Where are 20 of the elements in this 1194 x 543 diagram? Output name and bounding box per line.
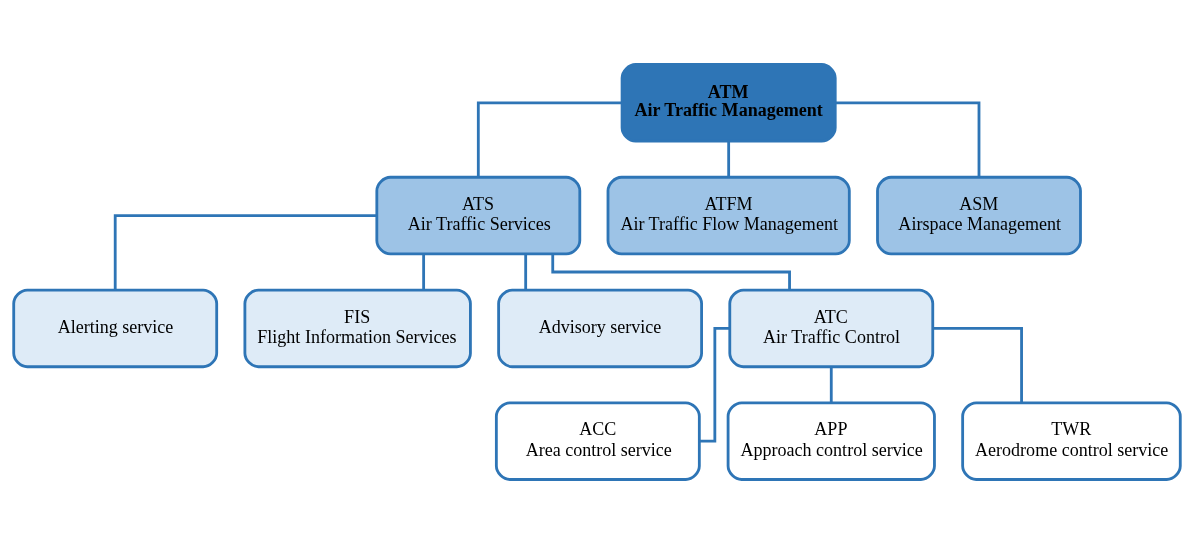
node-box: Advisory service xyxy=(497,288,703,368)
node-box: Alerting service xyxy=(12,288,219,368)
connector xyxy=(727,140,731,177)
node-box: FIS Flight Information Services xyxy=(243,288,472,368)
node-box: ATM Air Traffic Management xyxy=(620,62,837,143)
connector xyxy=(835,100,981,177)
connector xyxy=(113,213,377,290)
node-box: TWR Aerodrome control service xyxy=(961,400,1182,481)
connector xyxy=(699,326,730,443)
node-box: ATS Air Traffic Services xyxy=(375,175,582,255)
connector xyxy=(524,253,528,290)
node-box: ATFM Air Traffic Flow Management xyxy=(606,175,851,255)
connector xyxy=(476,100,622,177)
node-box: ATC Air Traffic Control xyxy=(728,288,935,368)
connector xyxy=(829,366,833,402)
connector xyxy=(933,326,1023,403)
node-box: ACC Area control service xyxy=(494,400,701,481)
node-box: ASM Airspace Management xyxy=(876,175,1082,255)
connector xyxy=(422,253,426,290)
node-box: APP Approach control service xyxy=(726,400,936,481)
